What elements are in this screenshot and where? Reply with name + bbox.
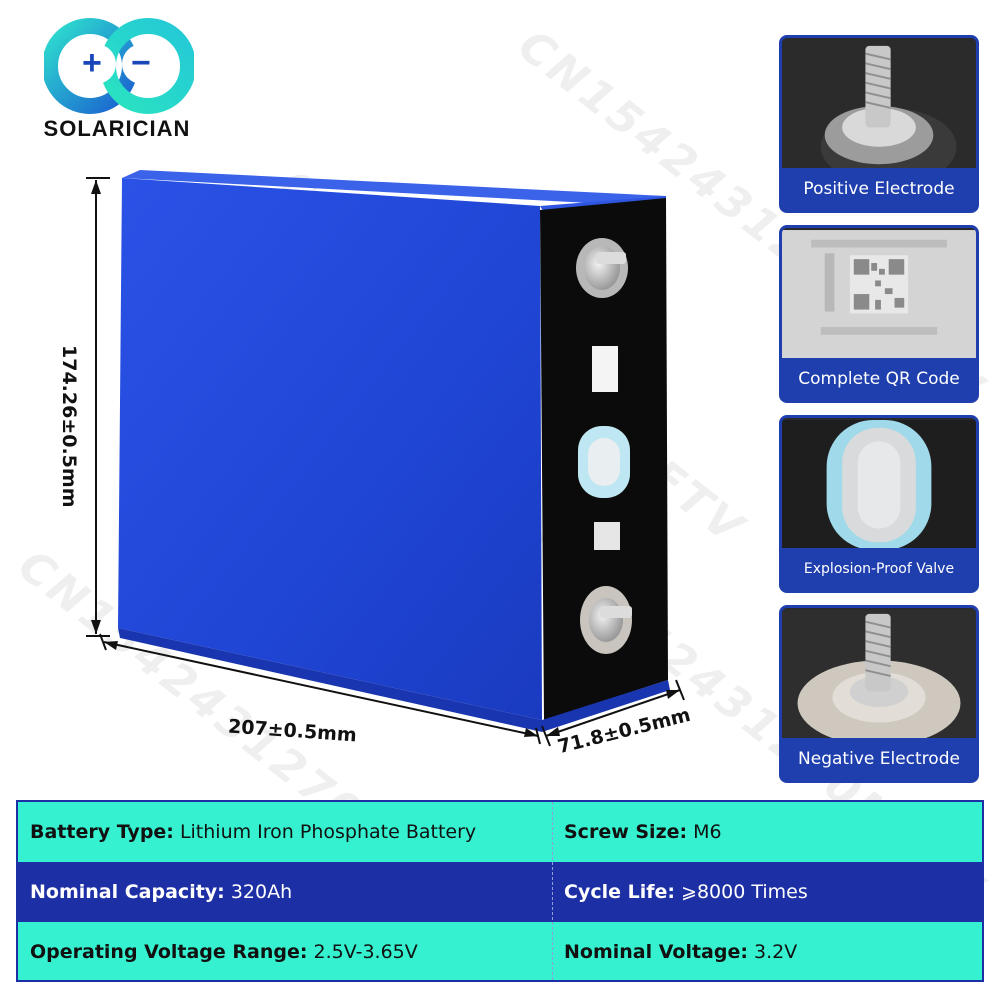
plus-icon: + [82,44,102,82]
valve-photo-icon [782,420,976,552]
detail-panel-qr-code: Complete QR Code [779,225,979,403]
panel-caption: Complete QR Code [782,358,976,400]
brand-name: SOLARICIAN [43,116,191,141]
table-row: Operating Voltage Range: 2.5V-3.65V Nomi… [18,922,982,980]
height-dimension-arrow [86,177,110,637]
spec-label: Nominal Voltage: [564,941,748,963]
panel-caption: Positive Electrode [782,168,976,210]
spec-label: Nominal Capacity: [30,881,225,903]
spec-value: Lithium Iron Phosphate Battery [173,821,477,843]
spec-cell: Screw Size: M6 [564,802,722,862]
negative-terminal-icon [580,586,632,654]
panel-caption: Explosion-Proof Valve [782,548,976,590]
depth-dimension-arrow [541,679,685,747]
spec-label: Battery Type: [30,821,174,843]
table-row: Nominal Capacity: 320Ah Cycle Life: ⩾800… [18,862,982,922]
minus-icon: − [131,44,151,82]
spec-cell: Cycle Life: ⩾8000 Times [564,862,808,922]
battery-square-marker [594,522,620,550]
spec-table: Battery Type: Lithium Iron Phosphate Bat… [16,800,984,982]
spec-label: Operating Voltage Range: [30,941,308,963]
spec-cell: Nominal Voltage: 3.2V [564,922,797,982]
infinity-logo-icon [44,18,194,114]
positive-terminal-photo-icon [782,40,976,174]
spec-value: M6 [687,821,722,843]
spec-label: Cycle Life: [564,881,675,903]
panel-caption: Negative Electrode [782,738,976,780]
detail-panel-explosion-valve: Explosion-Proof Valve [779,415,979,593]
spec-value: ⩾8000 Times [674,881,808,903]
spec-cell: Operating Voltage Range: 2.5V-3.65V [30,922,418,982]
battery-label [592,346,618,392]
explosion-valve-icon [578,426,630,498]
spec-value: 3.2V [747,941,798,963]
height-dimension-label: 174.26±0.5mm [58,345,80,508]
negative-terminal-photo-icon [782,610,976,744]
spec-cell: Nominal Capacity: 320Ah [30,862,292,922]
table-row: Battery Type: Lithium Iron Phosphate Bat… [18,802,982,862]
spec-label: Screw Size: [564,821,688,843]
spec-value: 2.5V-3.65V [307,941,418,963]
battery-front-face [118,178,542,720]
brand-logo: + − SOLARICIAN [22,18,212,143]
detail-panel-positive-electrode: Positive Electrode [779,35,979,213]
battery-top-face [122,170,666,206]
battery-drawing [86,170,685,747]
battery-cell-illustration: 174.26±0.5mm 207±0.5mm 71.8±0.5mm [40,150,720,790]
detail-panel-negative-electrode: Negative Electrode [779,605,979,783]
positive-terminal-icon [576,238,628,298]
qr-code-photo-icon [782,230,976,362]
column-divider [552,802,553,980]
width-dimension-arrow [99,633,541,745]
spec-value: 320Ah [224,881,293,903]
spec-cell: Battery Type: Lithium Iron Phosphate Bat… [30,802,476,862]
